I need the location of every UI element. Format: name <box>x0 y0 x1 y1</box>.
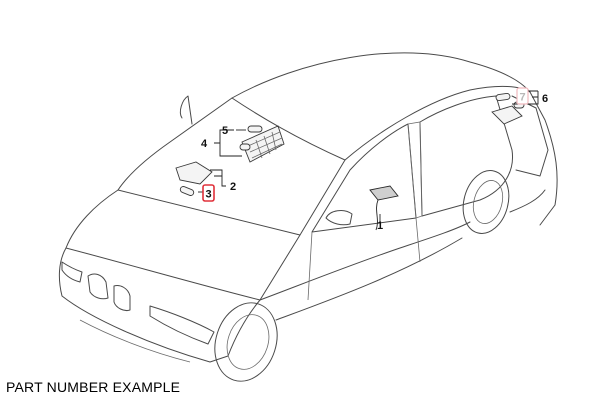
callout-3-highlight-box <box>202 184 215 202</box>
door-light-cable <box>375 199 379 231</box>
callout-2[interactable]: 2 <box>230 181 236 193</box>
interior-light-assembly <box>239 125 285 163</box>
callout-7[interactable]: 7 <box>520 92 526 104</box>
callout-1[interactable]: 1 <box>377 220 383 232</box>
bulb-5 <box>247 125 263 133</box>
car-grille-left <box>87 273 109 300</box>
car-front-wheel-rim <box>226 314 270 370</box>
car-side-window-rear <box>419 95 514 217</box>
door-light-housing <box>369 185 399 201</box>
map-light-housing <box>175 161 213 185</box>
callout-5[interactable]: 5 <box>222 125 228 137</box>
bulb-5b <box>239 143 251 151</box>
callout-6[interactable]: 6 <box>542 93 548 105</box>
car-front-door-line <box>307 217 421 301</box>
leader-lines <box>198 90 539 224</box>
car-headlight-left <box>61 261 83 283</box>
car-rear-wheel-rim <box>472 180 504 224</box>
callout-7-highlight-box <box>516 87 529 105</box>
car-body-side <box>259 189 546 321</box>
callout-labels: 1 2 3 4 5 6 7 <box>201 87 548 232</box>
bulb-3 <box>179 186 195 196</box>
car-b-pillar <box>407 121 423 219</box>
callout-3[interactable]: 3 <box>206 189 212 201</box>
bulb-7 <box>495 92 511 102</box>
car-windshield <box>117 97 346 236</box>
door-light-assembly <box>369 185 399 231</box>
car-headlight <box>149 305 215 345</box>
car-illustration <box>58 52 558 382</box>
map-light-assembly <box>175 161 213 196</box>
rear-light-housing <box>491 105 523 125</box>
caption: PART NUMBER EXAMPLE <box>6 379 181 395</box>
car-front-fascia <box>58 247 261 363</box>
car-side-mirror <box>325 210 353 226</box>
interior-light-lens-grid <box>247 131 283 159</box>
car-roof-fin <box>179 95 193 125</box>
car-lower-intake <box>79 319 191 363</box>
car-roofline <box>231 52 558 226</box>
car-grille-right <box>113 285 131 311</box>
car-roof-side <box>344 85 531 161</box>
car-front-wheel <box>214 302 278 382</box>
car-hood <box>65 189 301 301</box>
car-rear-wheel <box>462 170 510 234</box>
callout-4[interactable]: 4 <box>201 138 208 150</box>
